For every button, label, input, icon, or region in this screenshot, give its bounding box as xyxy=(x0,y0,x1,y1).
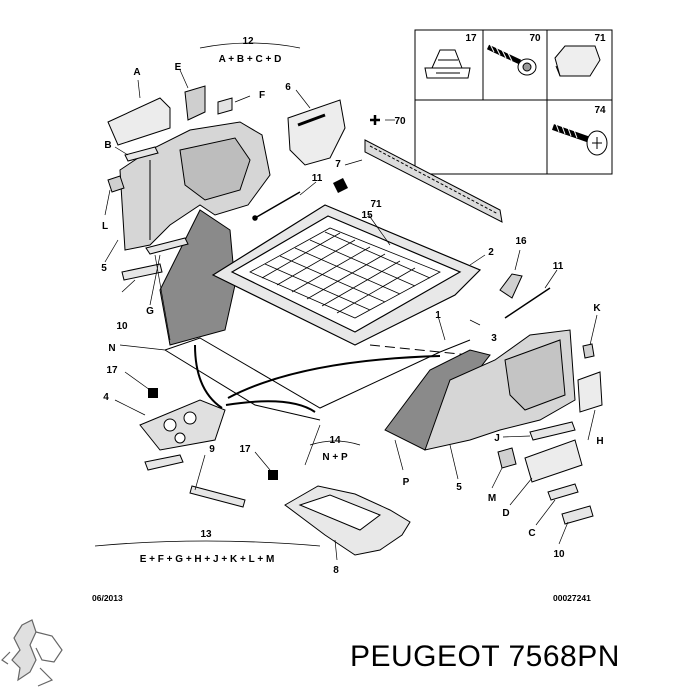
callout-P: P xyxy=(403,477,410,488)
callout-G: G xyxy=(146,306,154,317)
callout-5-right: 5 xyxy=(456,482,462,493)
plus-70-icon xyxy=(370,115,380,125)
callout-11-left: 11 xyxy=(312,173,323,184)
pad-71-icon xyxy=(554,45,601,77)
block-L xyxy=(107,175,125,193)
inset-label-70: 70 xyxy=(529,33,541,44)
callout-15: 15 xyxy=(361,210,373,221)
callout-17-right: 17 xyxy=(239,444,251,455)
strap-11-right xyxy=(504,287,551,319)
callout-F: F xyxy=(259,90,265,101)
inset-label-74: 74 xyxy=(594,105,606,116)
bar-9 xyxy=(144,454,246,508)
footer-code: 00027241 xyxy=(553,593,591,603)
callout-J: J xyxy=(494,433,500,444)
callout-14: 14 xyxy=(329,435,341,446)
block-M xyxy=(497,447,517,469)
callout-8: 8 xyxy=(333,565,339,576)
callout-C: C xyxy=(528,528,535,539)
panel-D xyxy=(524,439,583,483)
callout-2: 2 xyxy=(488,247,494,258)
cargo-net-15 xyxy=(249,227,441,319)
callout-K: K xyxy=(593,303,601,314)
screw-70-icon xyxy=(486,43,537,76)
strap-11-left xyxy=(252,191,301,221)
callout-H: H xyxy=(596,436,603,447)
panel-6 xyxy=(287,99,346,166)
left-side-trim-panel xyxy=(119,121,271,346)
callout-10-left: 10 xyxy=(116,321,128,332)
callout-1: 1 xyxy=(435,310,441,321)
callout-71: 71 xyxy=(370,199,382,210)
callout-N: N xyxy=(108,343,115,354)
footer-date: 06/2013 xyxy=(92,593,123,603)
callout-9: 9 xyxy=(209,444,215,455)
callout-7: 7 xyxy=(335,159,341,170)
callout-A: A xyxy=(133,67,140,78)
callout-5-left: 5 xyxy=(101,263,107,274)
callout-12: 12 xyxy=(242,36,254,47)
panel-F xyxy=(217,97,233,115)
callout-4: 4 xyxy=(103,392,109,403)
callout-14-formula: N + P xyxy=(322,452,348,463)
part-number-title: PEUGEOT 7568PN xyxy=(350,640,620,673)
inset-label-71: 71 xyxy=(594,33,606,44)
callout-70: 70 xyxy=(394,116,406,127)
callout-16: 16 xyxy=(515,236,527,247)
block-K xyxy=(582,343,595,359)
strip-10-left xyxy=(121,263,163,281)
callout-B: B xyxy=(104,140,111,151)
callout-M: M xyxy=(488,493,496,504)
callout-11-right: 11 xyxy=(553,261,564,272)
callout-E: E xyxy=(175,62,182,73)
strip-J xyxy=(529,421,576,441)
strip-G xyxy=(145,237,189,255)
hook-16 xyxy=(499,273,523,299)
leader-lines xyxy=(104,69,598,561)
panel-H xyxy=(577,371,603,413)
callout-17-left: 17 xyxy=(106,365,118,376)
screw-74-icon xyxy=(552,123,608,156)
group-brackets xyxy=(94,42,361,547)
clip-71-square xyxy=(333,178,348,193)
bracket-4 xyxy=(139,399,226,451)
floor-panel-3 xyxy=(164,337,471,421)
floor-carpet-2 xyxy=(211,204,482,346)
strip-B xyxy=(124,146,159,162)
callout-L: L xyxy=(102,221,108,232)
callout-13: 13 xyxy=(200,529,212,540)
strip-C xyxy=(547,483,579,501)
clip-17-icon xyxy=(424,49,471,79)
strip-10-right xyxy=(561,505,594,525)
tray-8 xyxy=(284,485,411,556)
callout-13-formula: E + F + G + H + J + K + L + M xyxy=(140,554,275,565)
panel-A xyxy=(107,97,171,146)
cable-1 xyxy=(194,344,441,413)
callout-10-right: 10 xyxy=(553,549,565,560)
fastener-inset-box xyxy=(414,29,613,175)
callout-3: 3 xyxy=(491,333,497,344)
rear-rail-7 xyxy=(364,139,503,223)
peugeot-lion-logo xyxy=(1,619,63,687)
inset-label-17: 17 xyxy=(465,33,477,44)
callout-12-formula: A + B + C + D xyxy=(219,54,282,65)
panel-E xyxy=(184,85,206,121)
callout-D: D xyxy=(502,508,509,519)
clip-17-squares xyxy=(148,388,278,480)
callout-6: 6 xyxy=(285,82,291,93)
right-side-trim-panel xyxy=(384,329,576,451)
